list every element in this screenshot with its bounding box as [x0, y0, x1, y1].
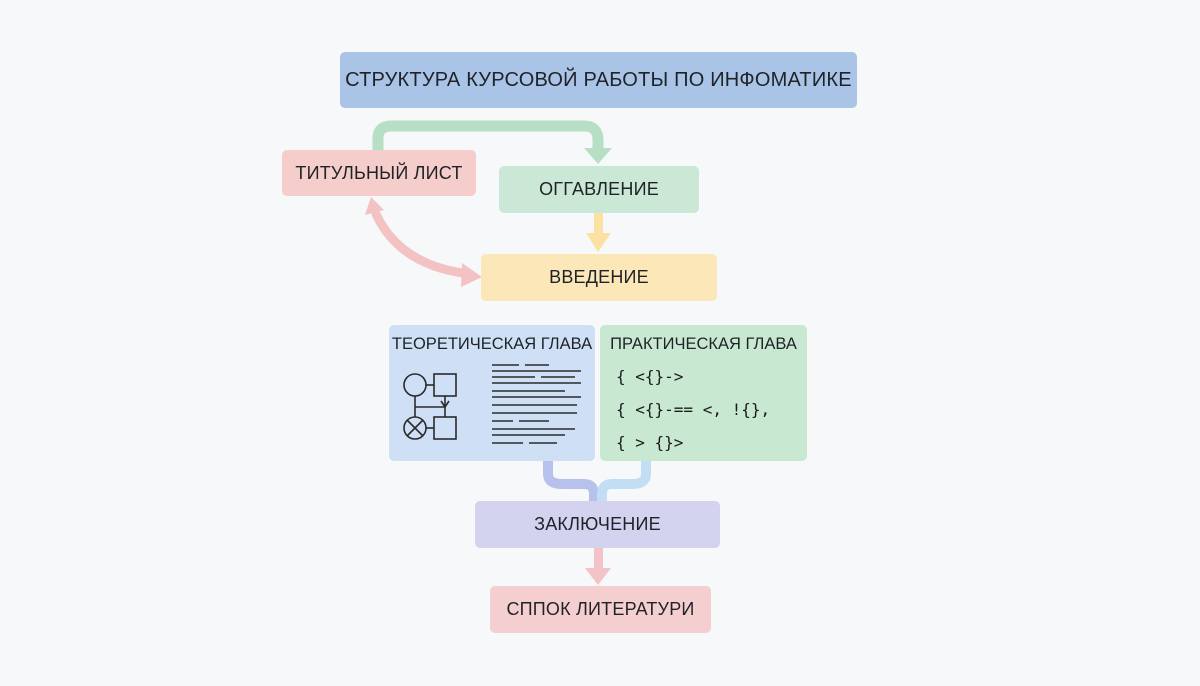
- arrow-toc-to-intro: [594, 213, 603, 235]
- connector-theory-merge: [543, 461, 599, 501]
- arrow-head-toc: [584, 148, 612, 164]
- code-line: { <{}-== <, !{},: [616, 400, 771, 419]
- node-title-page: ТИТУЛЬНЫЙ ЛИСТ: [282, 150, 476, 196]
- arrow-titul-to-toc: [372, 120, 604, 156]
- arrow-head-refs: [585, 568, 611, 585]
- node-conclusion: ЗАКЛЮЧЕНИЕ: [475, 501, 720, 548]
- node-references: СППОК ЛИТЕРАТУРИ: [490, 586, 711, 633]
- panel-practical-chapter: ПРАКТИЧЕСКАЯ ГЛАВА { <{}-> { <{}-== <, !…: [600, 325, 807, 461]
- practical-chapter-label: ПРАКТИЧЕСКАЯ ГЛАВА: [610, 335, 797, 353]
- flowchart-sketch-icon: [403, 364, 581, 444]
- theory-chapter-label: ТЕОРЕТИЧЕСКАЯ ГЛАВА: [391, 335, 593, 353]
- node-table-of-contents: ОГГАВЛЕНИЕ: [499, 166, 699, 213]
- arrow-conclusion-to-refs: [594, 548, 603, 570]
- connector-practical-merge: [597, 461, 651, 501]
- code-line: { <{}->: [616, 367, 684, 386]
- node-introduction: ВВЕДЕНИЕ: [481, 254, 717, 301]
- arrow-head-titul: [365, 197, 384, 215]
- arrow-head-intro-left: [461, 263, 482, 287]
- arrow-head-intro: [586, 233, 611, 252]
- code-line: { > {}>: [616, 433, 684, 452]
- panel-theory-chapter: ТЕОРЕТИЧЕСКАЯ ГЛАВА: [389, 325, 595, 461]
- arrow-intro-to-titul: [371, 209, 475, 279]
- diagram-title: СТРУКТУРА КУРСОВОЙ РАБОТЫ ПО ИНФОМАТИКЕ: [340, 52, 857, 108]
